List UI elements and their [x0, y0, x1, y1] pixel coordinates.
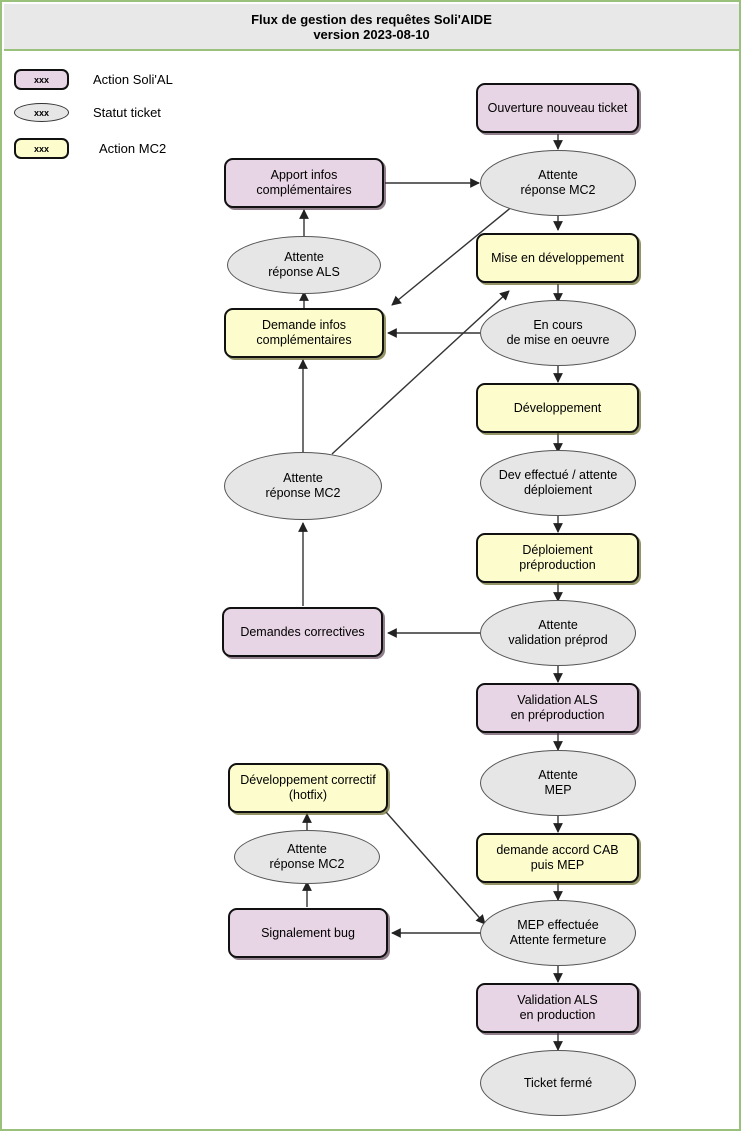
- node-developpement[interactable]: Développement: [476, 383, 639, 433]
- node-validation-als-en-production[interactable]: Validation ALS en production: [476, 983, 639, 1033]
- node-demandes-correctives[interactable]: Demandes correctives: [222, 607, 383, 657]
- node-signalement-bug[interactable]: Signalement bug: [228, 908, 388, 958]
- edge-attentemc21-demandeinfos: [391, 191, 531, 306]
- diagram-title-bar: Flux de gestion des requêtes Soli'AIDE v…: [4, 4, 739, 51]
- page-subtitle: version 2023-08-10: [313, 26, 430, 42]
- node-deploiement-preproduction[interactable]: Déploiement préproduction: [476, 533, 639, 583]
- page-title: Flux de gestion des requêtes Soli'AIDE: [251, 11, 492, 27]
- legend-swatch-statut-ticket: xxx: [14, 103, 69, 122]
- node-attente-reponse-mc2-bottom[interactable]: Attente réponse MC2: [234, 830, 380, 884]
- node-ouverture-nouveau-ticket[interactable]: Ouverture nouveau ticket: [476, 83, 639, 133]
- node-attente-reponse-mc2-middle[interactable]: Attente réponse MC2: [224, 452, 382, 520]
- node-developpement-correctif-hotfix[interactable]: Développement correctif (hotfix): [228, 763, 388, 813]
- legend-label-action-solial: Action Soli'AL: [93, 72, 173, 87]
- node-demande-infos-complementaires[interactable]: Demande infos complémentaires: [224, 308, 384, 358]
- node-dev-effectue-attente-deploiement[interactable]: Dev effectué / attente déploiement: [480, 450, 636, 516]
- legend-label-action-mc2: Action MC2: [99, 141, 167, 156]
- legend-label-statut-ticket: Statut ticket: [93, 105, 161, 120]
- legend-item-statut-ticket: xxx Statut ticket: [2, 103, 161, 122]
- edge-attentemc22-misedev: [331, 290, 510, 455]
- node-mise-en-developpement[interactable]: Mise en développement: [476, 233, 639, 283]
- node-en-cours-de-mise-en-oeuvre[interactable]: En cours de mise en oeuvre: [480, 300, 636, 366]
- legend-swatch-action-mc2: xxx: [14, 138, 69, 159]
- node-mep-effectuee-attente-fermeture[interactable]: MEP effectuée Attente fermeture: [480, 900, 636, 966]
- legend: xxx Action Soli'AL xxx Statut ticket xxx…: [2, 57, 242, 172]
- legend-item-action-mc2: xxx Action MC2: [2, 138, 166, 159]
- node-apport-infos-complementaires[interactable]: Apport infos complémentaires: [224, 158, 384, 208]
- node-demande-accord-cab-puis-mep[interactable]: demande accord CAB puis MEP: [476, 833, 639, 883]
- node-attente-reponse-als[interactable]: Attente réponse ALS: [227, 236, 381, 294]
- legend-item-action-solial: xxx Action Soli'AL: [2, 69, 173, 90]
- node-attente-reponse-mc2-top[interactable]: Attente réponse MC2: [480, 150, 636, 216]
- legend-swatch-action-solial: xxx: [14, 69, 69, 90]
- edge-devcorrectif-mep: [385, 811, 486, 925]
- node-attente-mep[interactable]: Attente MEP: [480, 750, 636, 816]
- node-ticket-ferme[interactable]: Ticket fermé: [480, 1050, 636, 1116]
- node-attente-validation-preprod[interactable]: Attente validation préprod: [480, 600, 636, 666]
- node-validation-als-en-preproduction[interactable]: Validation ALS en préproduction: [476, 683, 639, 733]
